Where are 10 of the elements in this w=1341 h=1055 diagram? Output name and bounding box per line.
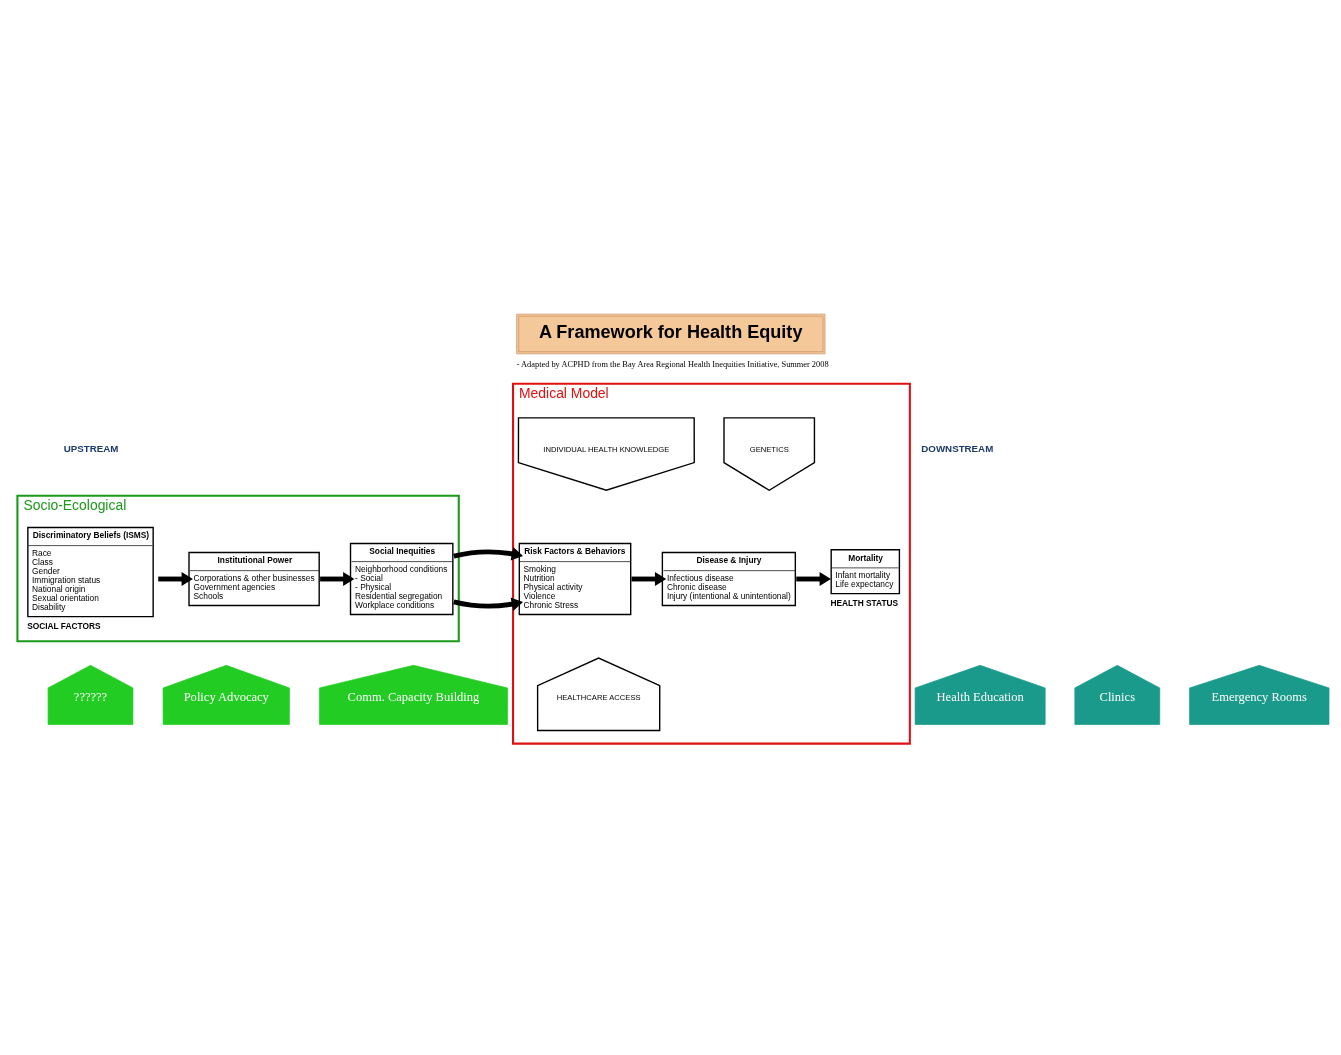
node-label: SOCIAL FACTORS <box>27 620 101 631</box>
arrow <box>796 572 831 586</box>
diagram-title: A Framework for Health Equity <box>538 321 803 342</box>
label: DOWNSTREAM <box>921 443 994 455</box>
arrow <box>158 572 193 586</box>
arrow <box>631 572 667 586</box>
label: UPSTREAM <box>63 443 119 455</box>
arrow <box>453 547 524 611</box>
arrow <box>320 572 355 586</box>
node-label: HEALTH STATUS <box>830 597 899 608</box>
